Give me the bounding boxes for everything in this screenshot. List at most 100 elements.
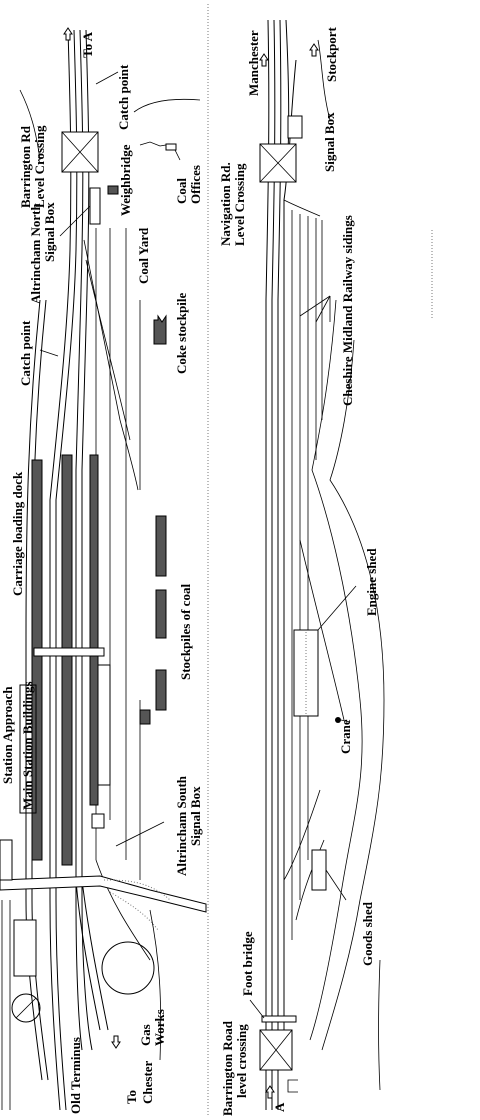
r-goods-link xyxy=(295,839,325,921)
label-coal-offices-2: Offices xyxy=(188,165,203,204)
label-main-station-buildings: Main Station Buildings xyxy=(20,681,35,810)
platform-east xyxy=(89,454,99,806)
goods-shed-leader xyxy=(325,869,347,901)
r-signal-box xyxy=(287,115,303,139)
weighbridge-marker xyxy=(107,185,119,195)
chester-line-2 xyxy=(81,879,109,1031)
r-boundary-curve-2 xyxy=(321,339,385,1051)
label-navigation-rd-2: Level Crossing xyxy=(232,163,247,246)
station-approach-building xyxy=(97,664,111,786)
main-line-4 xyxy=(81,29,93,1051)
label-to-chester-2: Chester xyxy=(140,1060,155,1104)
nav-crossing-diag-2 xyxy=(259,143,297,183)
label-to-chester-1: To xyxy=(124,1090,139,1104)
label-catch-point-mid: Catch point xyxy=(18,320,33,386)
label-engine-shed: Engine shed xyxy=(364,548,379,616)
yard-entry-2 xyxy=(85,259,131,441)
label-gas-works-1: Gas xyxy=(138,1024,153,1046)
turntable xyxy=(11,993,41,1023)
bottom-box-marker xyxy=(287,1079,298,1093)
label-barrington-rd-crossing-2: Level Crossing xyxy=(32,125,47,208)
engine-shed xyxy=(293,629,319,717)
sidings-leader-1 xyxy=(299,295,331,317)
r-sidings-fan-bottom xyxy=(283,789,321,881)
r-sidings-fan-top xyxy=(283,199,321,217)
road-embankment xyxy=(103,879,171,931)
label-barrington-road-2: level crossing xyxy=(234,1024,249,1098)
manchester-arrow-icon xyxy=(259,53,269,67)
label-south-signal-box-2: Signal Box xyxy=(188,786,203,846)
label-coal-offices-1: Coal xyxy=(174,178,189,204)
label-gas-works-2: Works xyxy=(152,1009,167,1046)
label-manchester: Manchester xyxy=(246,30,261,96)
label-crane: Crane xyxy=(338,719,353,754)
left-panel: To A Catch point Barrington Rd Level Cro… xyxy=(0,27,207,1114)
coal-office-block xyxy=(165,143,177,151)
catch-point-leader xyxy=(95,71,119,85)
engine-shed-leader xyxy=(317,585,357,631)
label-coal-yard: Coal Yard xyxy=(136,227,151,284)
station-forecourt xyxy=(0,839,13,881)
crane-leader xyxy=(340,719,351,723)
main-line-3 xyxy=(75,29,84,1051)
old-terminus-building xyxy=(13,919,37,977)
footbridge-left xyxy=(33,647,105,657)
coke-stockpile-mark xyxy=(153,314,167,345)
old-terminus-line xyxy=(25,299,43,1081)
platform-island xyxy=(61,454,73,866)
label-foot-bridge: Foot bridge xyxy=(240,931,255,996)
r-road-curve-top xyxy=(317,39,331,121)
road-edge-top xyxy=(133,98,201,113)
coal-stockpile-3 xyxy=(155,669,167,711)
label-weighbridge: Weighbridge xyxy=(118,144,133,216)
label-catch-point-top: Catch point xyxy=(116,64,131,130)
label-stockport: Stockport xyxy=(324,26,339,82)
label-south-signal-box-1: Altrincham South xyxy=(174,775,189,876)
label-goods-shed: Goods shed xyxy=(360,901,375,966)
foot-bridge xyxy=(261,1015,297,1023)
foot-bridge-leader xyxy=(249,999,265,1019)
turntable-bar xyxy=(15,997,37,1019)
label-stockpiles-of-coal: Stockpiles of coal xyxy=(178,584,193,680)
label-barrington-road-1: Barrington Road xyxy=(220,1020,235,1116)
north-signal-box xyxy=(89,187,101,225)
label-coke-stockpile: Coke stockpile xyxy=(174,293,189,374)
right-panel: Manchester Stockport Signal Box Navigati… xyxy=(218,19,385,1116)
coal-stockpile-1 xyxy=(155,515,167,577)
label-north-signal-box-1: Altrincham North xyxy=(28,202,43,304)
chester-line-1 xyxy=(75,879,101,1031)
coal-stockpile-4 xyxy=(139,709,151,725)
label-barrington-rd-crossing-1: Barrington Rd xyxy=(18,125,33,208)
platform-carriage-dock xyxy=(31,459,43,861)
signal-box-leader xyxy=(59,205,91,237)
to-a-arrow-icon xyxy=(63,27,73,41)
road-bridge xyxy=(0,875,207,913)
label-carriage-loading-dock: Carriage loading dock xyxy=(10,471,25,596)
goods-shed xyxy=(311,849,327,891)
to-chester-arrow-icon xyxy=(111,1035,121,1049)
main-station-buildings-box xyxy=(19,684,37,814)
south-siding xyxy=(95,859,151,961)
coal-stockpile-2 xyxy=(155,589,167,639)
label-old-terminus: Old Terminus xyxy=(68,1037,83,1114)
stockport-arrow-icon xyxy=(309,43,319,57)
r-main-line-2 xyxy=(271,19,276,1110)
r-main-line-1 xyxy=(265,19,270,1110)
road-edge-left xyxy=(19,89,41,161)
label-station-approach: Station Approach xyxy=(0,686,15,784)
sidings-leader-2 xyxy=(315,295,331,323)
south-signal-box xyxy=(91,813,105,829)
r-boundary-curve-1 xyxy=(309,299,363,1041)
label-cmr-sidings: Cheshire Midland Railway sidings xyxy=(340,215,355,406)
a-arrow-icon xyxy=(265,1085,275,1099)
label-navigation-rd-1: Navigation Rd. xyxy=(218,162,233,246)
yard-entry-1 xyxy=(83,239,139,491)
crossing-diagonal-2 xyxy=(61,131,99,173)
label-to-a: To A xyxy=(80,31,95,58)
road-edge-south xyxy=(149,909,162,1061)
crane-icon xyxy=(335,717,341,723)
catch-point-leader-2 xyxy=(39,349,59,357)
r-road-edge-bottom xyxy=(378,959,381,1091)
bottom-crossing-diag-2 xyxy=(259,1029,293,1071)
